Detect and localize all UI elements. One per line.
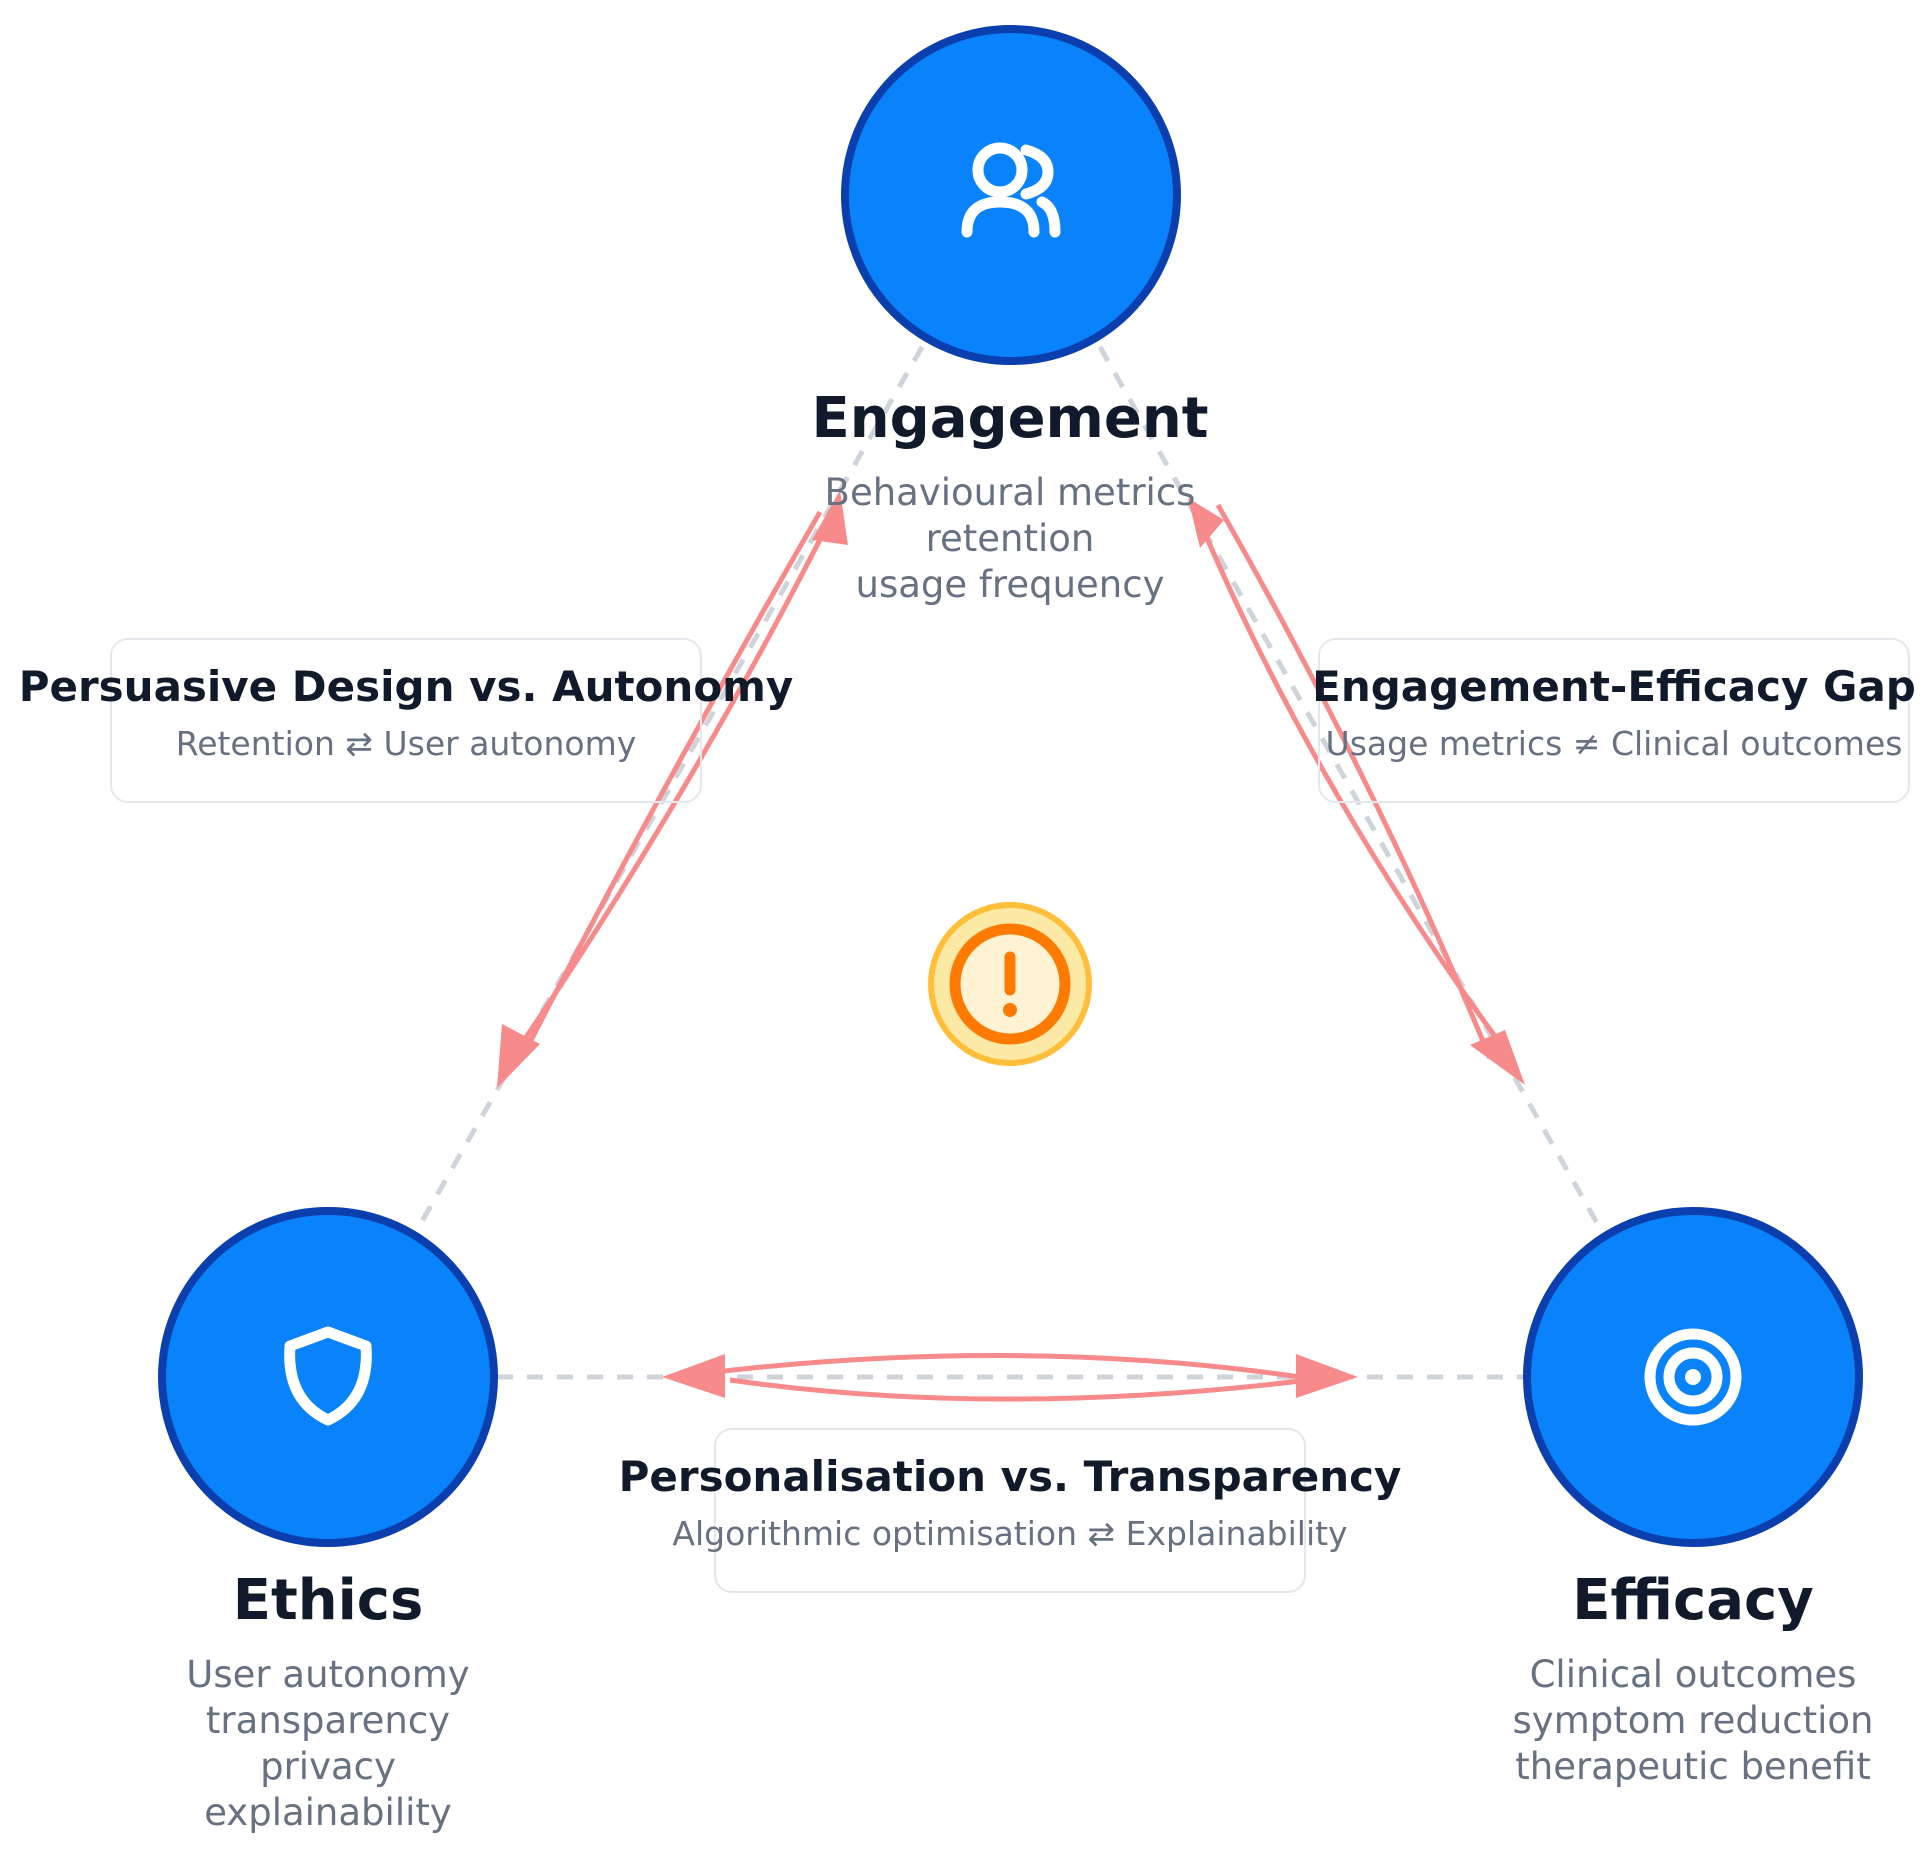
ethics-node xyxy=(158,1207,498,1547)
tension-title-personalisation: Personalisation vs. Transparency xyxy=(618,1452,1402,1501)
tension-label-gap xyxy=(1318,638,1910,803)
efficacy-title: Efficacy xyxy=(1572,1568,1814,1633)
tension-title-gap: Engagement-Efficacy Gap xyxy=(1312,662,1916,711)
warning-icon xyxy=(928,902,1092,1066)
efficacy-node xyxy=(1523,1207,1863,1547)
target-icon xyxy=(1644,1328,1742,1426)
tension-subtitle-gap: Usage metrics ≠ Clinical outcomes xyxy=(1325,724,1903,763)
tension-arrow-engagement-efficacy xyxy=(1188,498,1525,1085)
engagement-description: Behavioural metrics retention usage freq… xyxy=(824,471,1196,606)
tension-arrow-ethics-efficacy xyxy=(662,1352,1358,1402)
tension-subtitle-personalisation: Algorithmic optimisation ⇄ Explainabilit… xyxy=(672,1514,1348,1553)
engagement-node xyxy=(841,25,1181,365)
ethics-title: Ethics xyxy=(232,1568,424,1633)
tension-label-persuasive xyxy=(110,638,702,803)
tension-label-personalisation xyxy=(714,1428,1306,1593)
connector-engagement-ethics xyxy=(410,345,925,1239)
engagement-title: Engagement xyxy=(811,386,1209,451)
users-icon xyxy=(961,142,1061,238)
tension-subtitle-persuasive: Retention ⇄ User autonomy xyxy=(175,724,637,763)
tension-arrow-engagement-ethics xyxy=(497,490,848,1088)
shield-icon xyxy=(284,1326,372,1426)
efficacy-description: Clinical outcomes symptom reduction ther… xyxy=(1512,1653,1874,1788)
tension-title-persuasive: Persuasive Design vs. Autonomy xyxy=(18,662,794,711)
ethics-description: User autonomy transparency privacy expla… xyxy=(186,1653,470,1834)
connector-engagement-efficacy xyxy=(1097,345,1608,1239)
